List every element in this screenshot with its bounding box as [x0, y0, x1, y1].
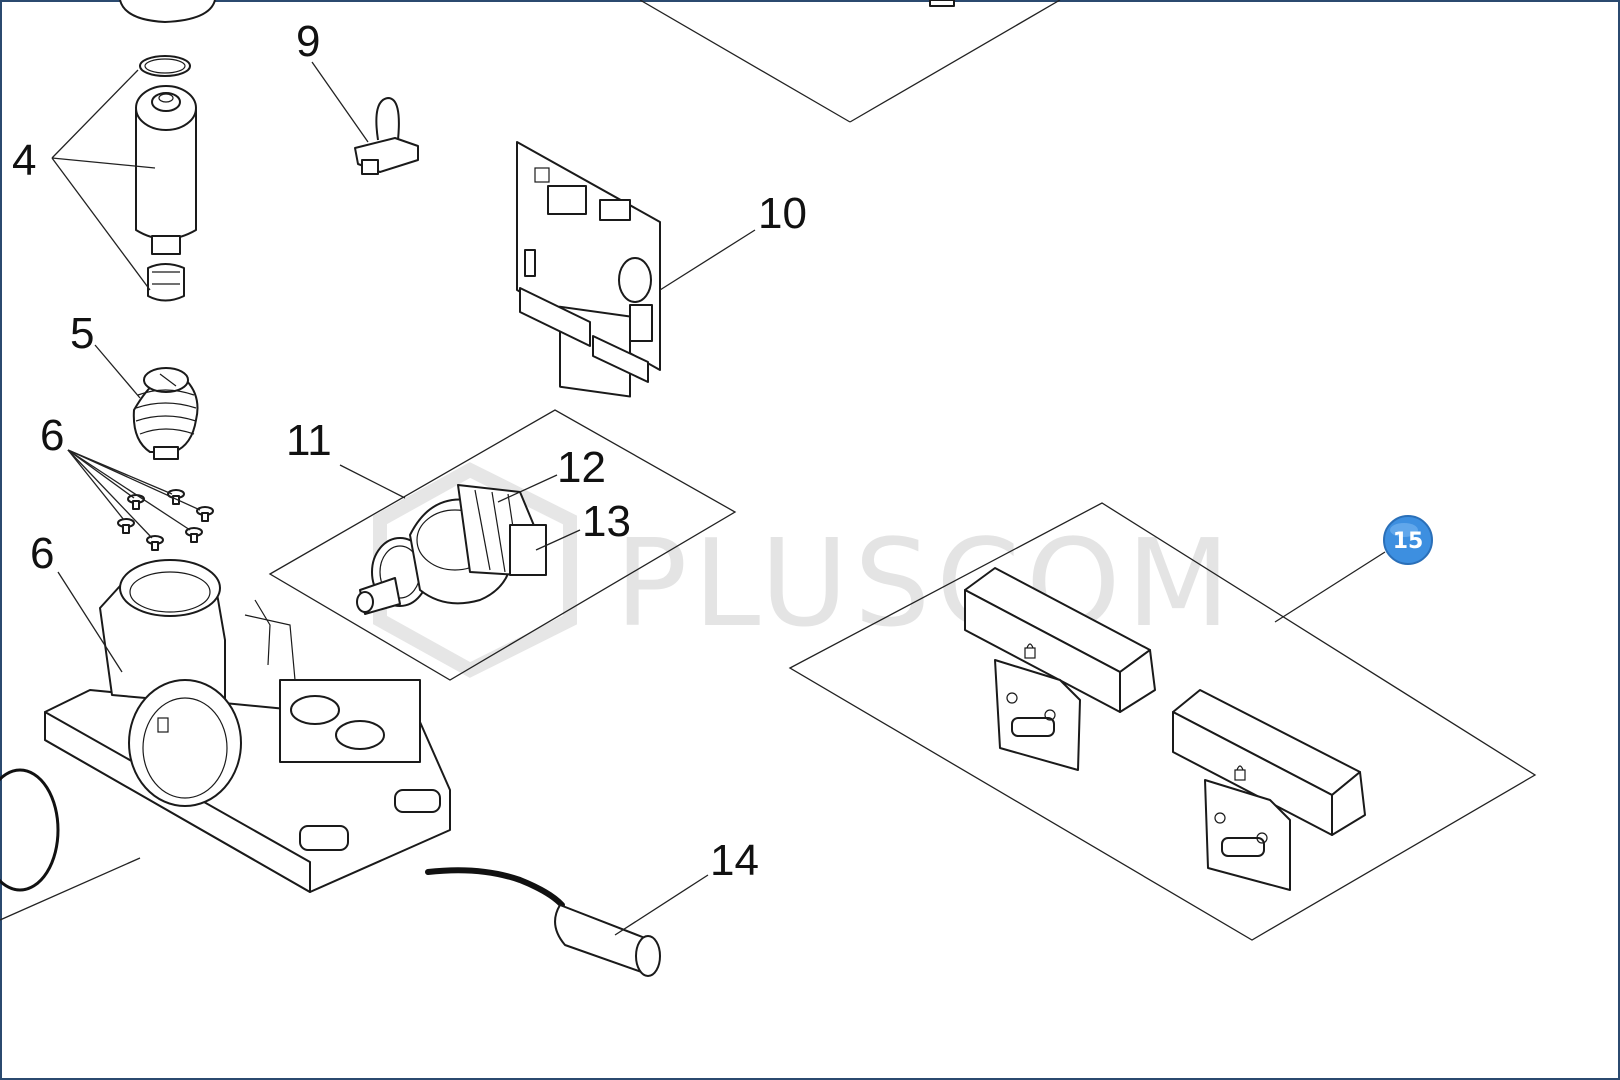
label-9: 9	[296, 17, 320, 66]
cap-fragment	[119, 0, 216, 23]
leader-line-6b	[57, 571, 123, 673]
leader-line-15	[1274, 551, 1386, 623]
part-15-release-blocks	[964, 567, 1366, 891]
label-10: 10	[758, 189, 807, 238]
part-9-connector	[354, 97, 419, 175]
top-frame-lines	[639, 0, 1061, 123]
watermark: PLUSCOM	[373, 462, 1236, 678]
label-15-badge: 15	[1383, 515, 1433, 565]
group-box-11-13	[268, 409, 737, 681]
part-14-capacitor	[425, 867, 661, 977]
leader-line-5	[94, 344, 141, 399]
part-5-worm	[132, 367, 199, 460]
leader-lines-11-13	[339, 464, 581, 551]
release-block-1	[964, 567, 1156, 771]
part-4-motor	[135, 55, 197, 302]
leader-line-10	[659, 229, 756, 291]
leader-line-14	[614, 874, 709, 936]
part-11-gear-assembly	[356, 484, 547, 615]
leader-lines-6a	[67, 449, 201, 539]
label-15: 15	[1393, 529, 1424, 554]
leader-lines-4	[51, 69, 156, 291]
leader-line-9	[311, 61, 369, 143]
part-6-housing	[44, 559, 451, 893]
label-12: 12	[557, 443, 606, 492]
part-10-control-board	[516, 141, 661, 398]
part-6-screws	[117, 489, 214, 551]
release-block-2	[1172, 689, 1366, 891]
group-box-15	[788, 502, 1537, 941]
label-13: 13	[582, 497, 631, 546]
o-ring	[0, 768, 141, 921]
label-11: 11	[286, 416, 332, 465]
label-6a: 6	[40, 411, 64, 460]
label-6b: 6	[30, 529, 54, 578]
watermark-text: PLUSCOM	[615, 515, 1236, 654]
label-14: 14	[710, 836, 759, 885]
label-4: 4	[12, 136, 36, 185]
label-5: 5	[70, 309, 94, 358]
